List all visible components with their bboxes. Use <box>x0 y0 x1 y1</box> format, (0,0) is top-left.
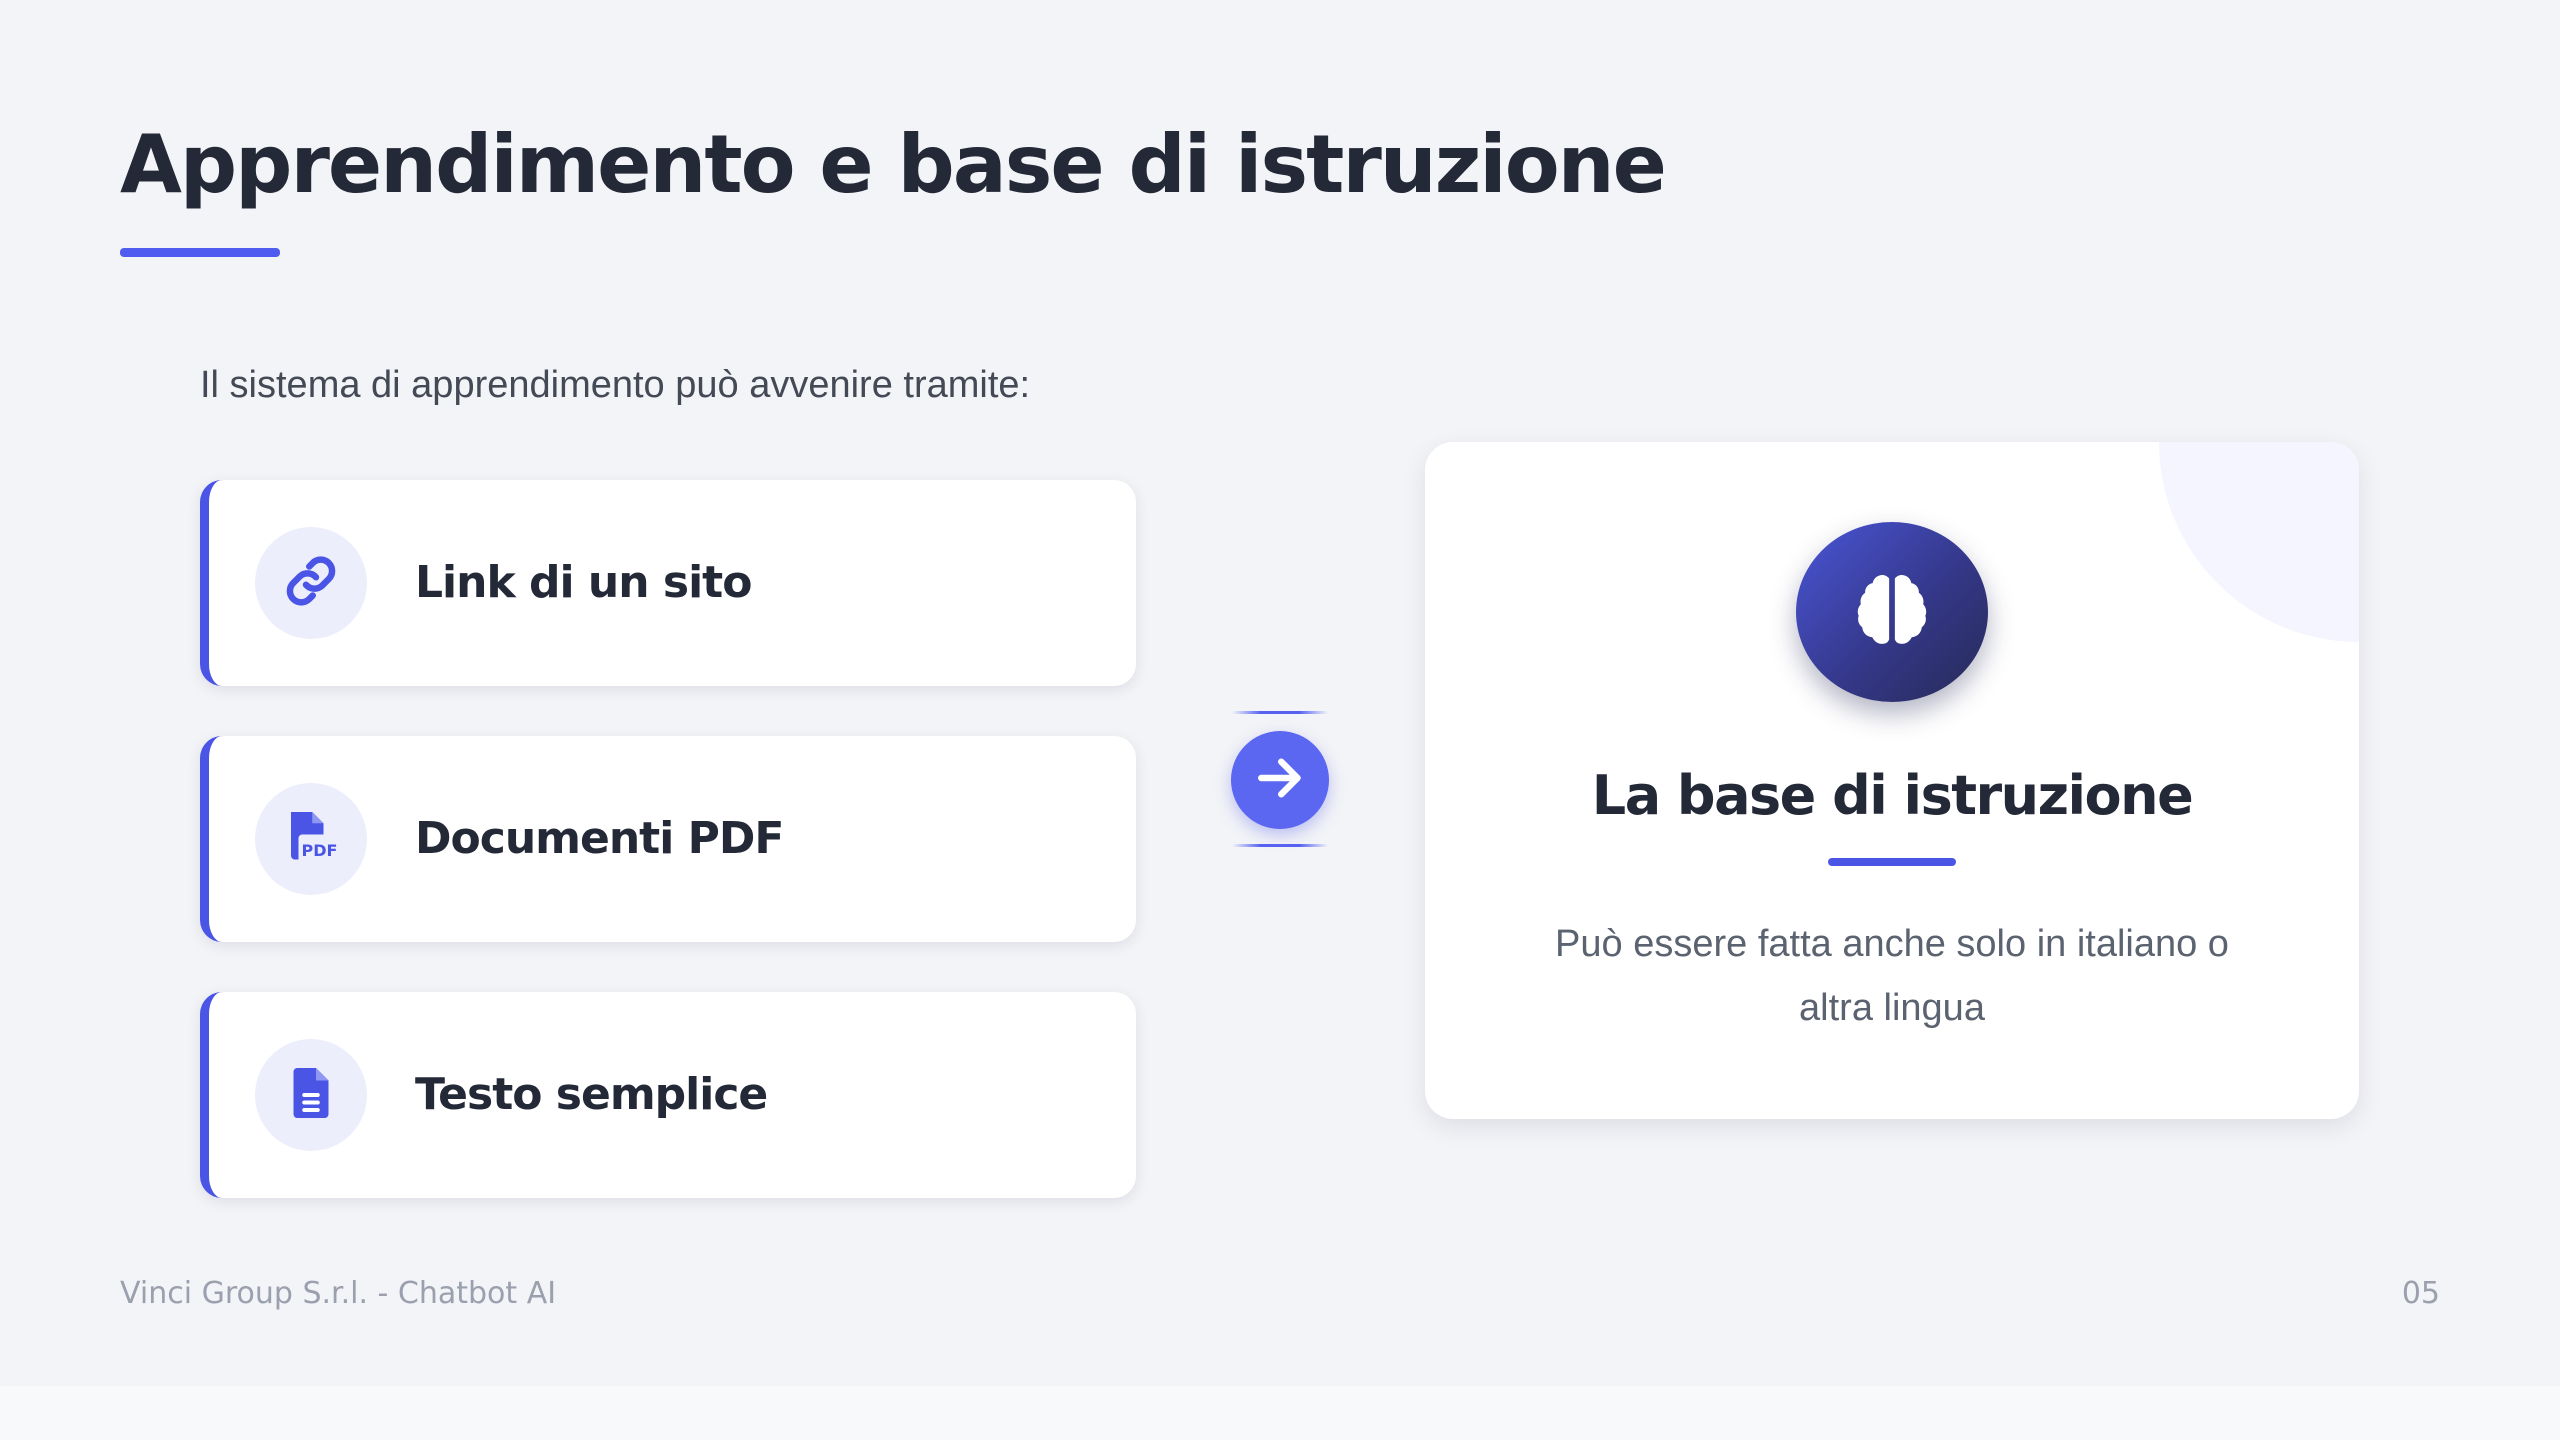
page-number: 05 <box>2401 1276 2440 1311</box>
arrow-right-icon <box>1250 748 1310 812</box>
bottom-strip <box>0 1386 2560 1440</box>
result-description: Può essere fatta anche solo in italiano … <box>1555 923 2229 1029</box>
source-label-pdf: Documenti PDF <box>415 813 784 864</box>
title-underline <box>120 248 280 257</box>
connector-arrow <box>1231 731 1329 829</box>
slide: Apprendimento e base di istruzione Il si… <box>120 118 2440 1311</box>
source-card-text: Testo semplice <box>200 992 1136 1198</box>
footer-company: Vinci Group S.r.l. - Chatbot AI <box>120 1276 557 1311</box>
connector-line-bottom <box>1232 844 1328 847</box>
source-card-pdf: PDF Documenti PDF <box>200 736 1136 942</box>
text-file-icon <box>281 1063 341 1127</box>
connector-line-top <box>1232 711 1328 714</box>
result-card: La base di istruzione Può essere fatta a… <box>1425 442 2359 1119</box>
source-icon-circle <box>255 1039 367 1151</box>
result-title: La base di istruzione <box>1591 764 2194 827</box>
svg-text:PDF: PDF <box>302 841 338 860</box>
slide-title: Apprendimento e base di istruzione <box>120 118 1667 211</box>
result-title-underline <box>1828 858 1956 866</box>
source-icon-circle: PDF <box>255 783 367 895</box>
brain-icon <box>1849 567 1935 657</box>
source-label-text: Testo semplice <box>415 1069 768 1120</box>
link-icon <box>281 551 341 615</box>
source-icon-circle <box>255 527 367 639</box>
corner-decoration <box>2159 442 2359 642</box>
source-label-link: Link di un sito <box>415 557 752 608</box>
brain-icon-circle <box>1796 522 1988 702</box>
source-card-link: Link di un sito <box>200 480 1136 686</box>
pdf-file-icon: PDF <box>281 807 341 871</box>
intro-text: Il sistema di apprendimento può avvenire… <box>200 364 1031 406</box>
